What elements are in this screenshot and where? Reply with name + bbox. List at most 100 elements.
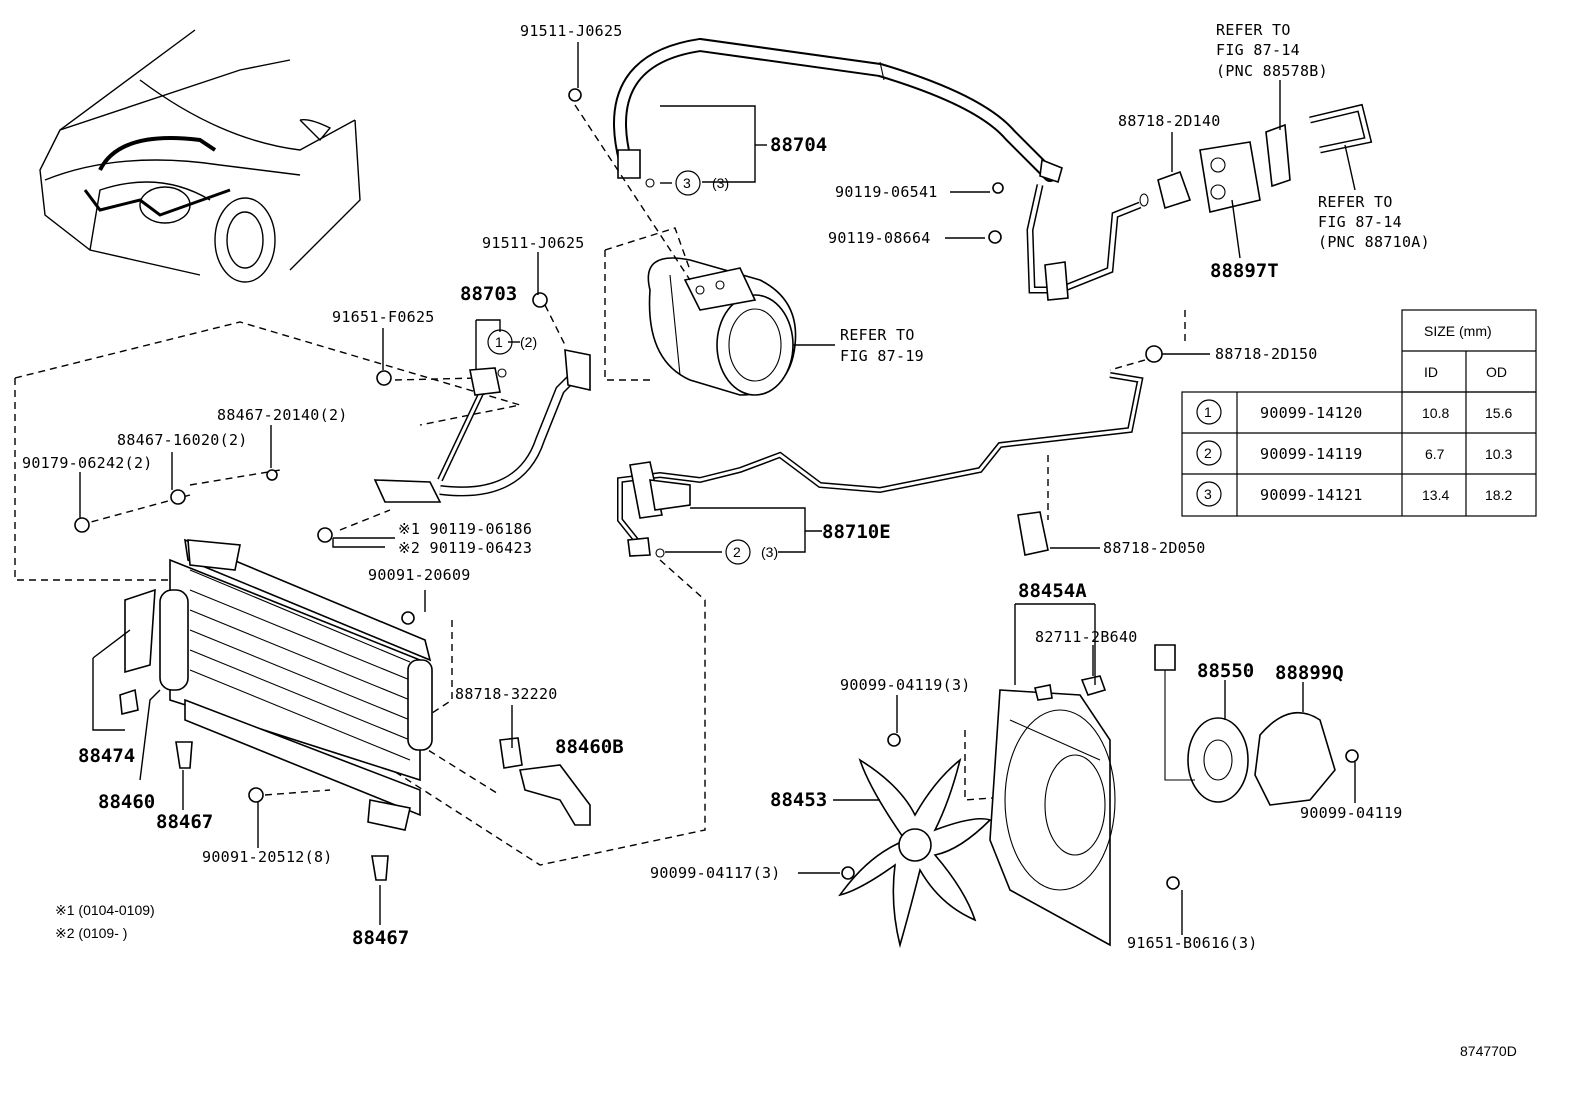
suction-pipe-upper[interactable] (1026, 184, 1142, 301)
refer-87-19-line2: FIG 87-19 (840, 347, 924, 365)
leader-lines (79, 42, 1356, 935)
label-91511-J0625-top[interactable]: 91511-J0625 (520, 22, 623, 40)
label-88467-20140[interactable]: 88467-20140(2) (217, 406, 348, 424)
row-1-od: 15.6 (1485, 405, 1512, 421)
label-88467-a[interactable]: 88467 (156, 811, 213, 833)
refer-note-fig-87-19[interactable]: REFER TO FIG 87-19 (840, 326, 924, 365)
label-88703[interactable]: 88703 (460, 283, 517, 305)
label-88467-b[interactable]: 88467 (352, 927, 409, 949)
label-88718-2D140[interactable]: 88718-2D140 (1118, 112, 1221, 130)
label-88460[interactable]: 88460 (98, 791, 155, 813)
oring-3-callout[interactable]: 3 (3) (675, 170, 729, 196)
label-90119-06423[interactable]: ※2 90119-06423 (398, 539, 532, 557)
label-88460B[interactable]: 88460B (555, 736, 624, 758)
label-88704[interactable]: 88704 (770, 134, 827, 156)
fan-motor-88550[interactable] (1154, 644, 1249, 803)
label-91651-F0625[interactable]: 91651-F0625 (332, 308, 435, 326)
oring-1-callout[interactable]: 1 (2) (487, 329, 537, 355)
refer-note-88710A[interactable]: REFER TO FIG 87-14 (PNC 88710A) (1318, 193, 1430, 251)
size-table-title: SIZE (mm) (1424, 323, 1492, 339)
label-90099-04119[interactable]: 90099-04119 (1300, 804, 1403, 822)
motor-cover-88899Q[interactable] (1254, 711, 1336, 806)
row-3-id: 13.4 (1422, 487, 1449, 503)
oring-3-number: 3 (683, 175, 691, 191)
figure-id: 874770D (1460, 1043, 1517, 1059)
suction-hose-88703[interactable] (373, 349, 591, 503)
refer-88710A-line3: (PNC 88710A) (1318, 233, 1430, 251)
refer-88578B-line1: REFER TO (1216, 21, 1291, 39)
label-82711-2B640[interactable]: 82711-2B640 (1035, 628, 1138, 646)
vehicle-location-sketch (39, 29, 361, 283)
liquid-pipe-88710E[interactable] (617, 372, 1144, 557)
refer-notes: REFER TO FIG 87-14 (PNC 88578B) REFER TO… (840, 21, 1430, 365)
refer-note-88578B[interactable]: REFER TO FIG 87-14 (PNC 88578B) (1216, 21, 1328, 80)
expansion-valve-88718-2D140[interactable] (1139, 170, 1192, 210)
row-2-id: 6.7 (1425, 446, 1445, 462)
cushion-88467-lower[interactable] (371, 855, 389, 881)
label-88897T[interactable]: 88897T (1210, 260, 1279, 282)
refer-88710A-line1: REFER TO (1318, 193, 1393, 211)
row-3-od: 18.2 (1485, 487, 1512, 503)
refer-part-88710A[interactable] (1309, 103, 1373, 154)
label-88710E[interactable]: 88710E (822, 521, 891, 543)
insulator-88897T[interactable] (1199, 141, 1261, 213)
label-90099-04119-3[interactable]: 90099-04119(3) (840, 676, 971, 694)
footnote-2: ※2 (0109- ) (55, 925, 127, 941)
refer-88578B-line2: FIG 87-14 (1216, 41, 1300, 59)
label-90099-04117[interactable]: 90099-04117(3) (650, 864, 781, 882)
label-91651-B0616[interactable]: 91651-B0616(3) (1127, 934, 1258, 952)
label-88454A[interactable]: 88454A (1018, 580, 1087, 602)
oring-1-number: 1 (495, 334, 503, 350)
label-90091-20609[interactable]: 90091-20609 (368, 566, 471, 584)
oring-3-qty: (3) (712, 175, 729, 191)
oring-1-qty: (2) (520, 334, 537, 350)
row-3-part[interactable]: 90099-14121 (1260, 486, 1363, 504)
row-2-od: 10.3 (1485, 446, 1512, 462)
refer-87-19-line1: REFER TO (840, 326, 915, 344)
fan-88453[interactable] (838, 757, 992, 949)
label-88899Q[interactable]: 88899Q (1275, 662, 1344, 684)
row-1-id: 10.8 (1422, 405, 1449, 421)
label-88474[interactable]: 88474 (78, 745, 135, 767)
label-88718-32220[interactable]: 88718-32220 (455, 685, 558, 703)
label-90119-08664[interactable]: 90119-08664 (828, 229, 931, 247)
oring-2-qty: (3) (761, 544, 778, 560)
label-88550[interactable]: 88550 (1197, 660, 1254, 682)
footnote-1: ※1 (0104-0109) (55, 902, 155, 918)
row-2-number: 2 (1204, 445, 1212, 461)
refer-part-88578B[interactable] (1265, 123, 1291, 188)
cushion-88467-upper[interactable] (175, 741, 193, 769)
label-88467-16020[interactable]: 88467-16020(2) (117, 431, 248, 449)
size-table-col-id: ID (1424, 364, 1438, 380)
oring-2-number: 2 (733, 544, 741, 560)
label-90119-06186[interactable]: ※1 90119-06186 (398, 520, 532, 538)
discharge-hose-88704[interactable] (613, 37, 1063, 184)
row-1-number: 1 (1204, 404, 1212, 420)
label-88453[interactable]: 88453 (770, 789, 827, 811)
connector-82711-2B640[interactable] (1034, 675, 1107, 701)
label-88718-2D050[interactable]: 88718-2D050 (1103, 539, 1206, 557)
label-90179-06242[interactable]: 90179-06242(2) (22, 454, 153, 472)
label-88718-2D150[interactable]: 88718-2D150 (1215, 345, 1318, 363)
bolts (74, 88, 1359, 890)
row-2-part[interactable]: 90099-14119 (1260, 445, 1363, 463)
condenser-88460[interactable] (159, 538, 433, 831)
size-table-row: 1 90099-14120 10.8 15.6 (1196, 399, 1512, 425)
size-table-row: 3 90099-14121 13.4 18.2 (1196, 481, 1512, 507)
size-table-row: 2 90099-14119 6.7 10.3 (1196, 440, 1512, 466)
label-91511-J0625-mid[interactable]: 91511-J0625 (482, 234, 585, 252)
compressor[interactable] (647, 257, 797, 396)
fan-shroud-88454A[interactable] (989, 689, 1116, 947)
callout-labels: 91511-J0625 88704 91511-J0625 88703 9165… (22, 22, 1403, 952)
size-table-col-od: OD (1486, 364, 1507, 380)
row-3-number: 3 (1204, 486, 1212, 502)
receiver-dryer-88474[interactable] (119, 588, 156, 715)
label-90119-06541[interactable]: 90119-06541 (835, 183, 938, 201)
oring-2-callout[interactable]: 2 (3) (725, 539, 778, 565)
pressure-switch-88718-2D050[interactable] (1017, 511, 1049, 556)
refer-88578B-line3: (PNC 88578B) (1216, 62, 1328, 80)
label-90091-20512[interactable]: 90091-20512(8) (202, 848, 333, 866)
oring-size-table: SIZE (mm) ID OD 1 90099-14120 10.8 15.6 … (1181, 309, 1537, 517)
row-1-part[interactable]: 90099-14120 (1260, 404, 1363, 422)
